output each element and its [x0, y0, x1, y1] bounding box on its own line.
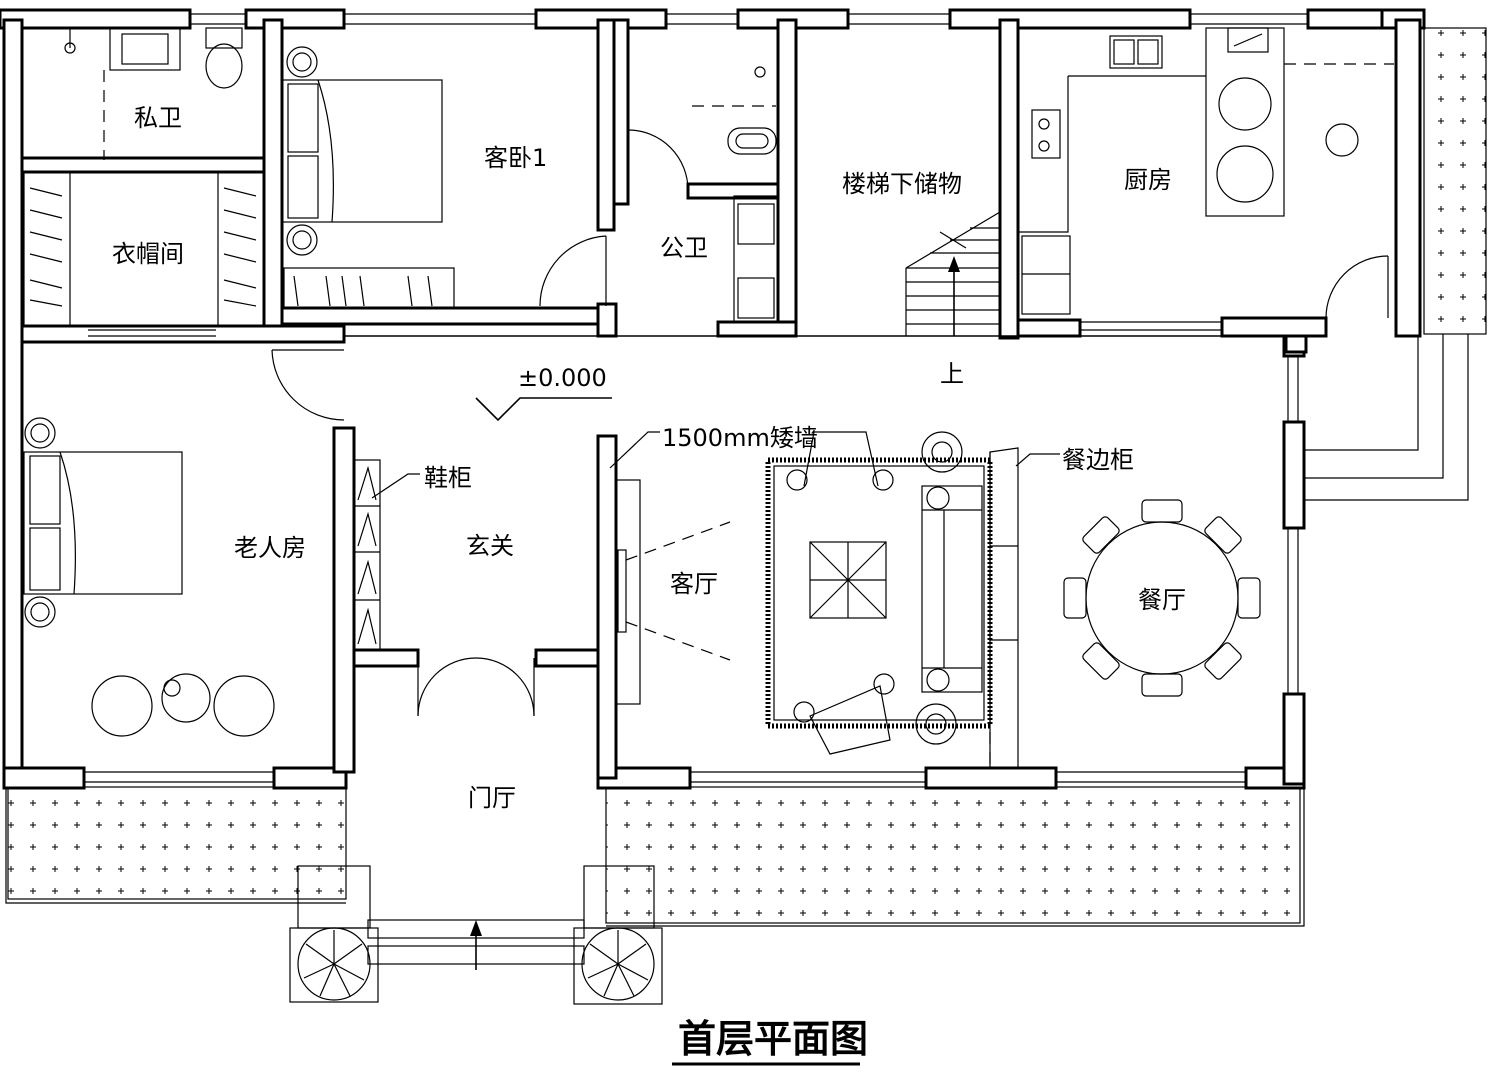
front-terrace-left [5, 786, 347, 904]
room-label-cloakroom: 衣帽间 [112, 240, 184, 268]
room-label-entrance-hall: 门厅 [468, 784, 516, 812]
dining-furniture [989, 447, 1261, 769]
room-label-private-bath: 私卫 [134, 104, 182, 132]
elevation-marker: ±0.000 [475, 364, 612, 422]
kitchen-fixtures [1018, 27, 1394, 315]
public-bath-fixtures [692, 66, 779, 323]
guest-bed [281, 46, 455, 309]
doors [88, 129, 1389, 717]
drawing-title: 首层平面图 [678, 1017, 868, 1061]
exterior-walls [0, 8, 1426, 790]
side-planter [1304, 27, 1487, 501]
shoe-cabinet [353, 459, 381, 651]
room-label-guest-bedroom: 客卧1 [484, 144, 547, 172]
cloakroom-wardrobes [23, 171, 265, 327]
stairs [905, 211, 1001, 336]
entrance-pillar-right [573, 865, 663, 1005]
shoe-cabinet-label: 鞋柜 [424, 464, 472, 492]
private-bath-fixtures [64, 27, 243, 160]
leader-lines [371, 431, 1060, 499]
entrance-steps [367, 919, 585, 970]
room-label-foyer: 玄关 [466, 532, 514, 560]
room-label-kitchen: 厨房 [1124, 166, 1172, 194]
low-wall-label: 1500mm矮墙 [662, 424, 818, 452]
front-terrace-right [605, 786, 1305, 927]
sideboard-label: 餐边柜 [1062, 446, 1134, 474]
elderly-room-furniture [23, 417, 275, 737]
stair-up-label: 上 [940, 360, 964, 388]
room-label-elderly-room: 老人房 [234, 534, 306, 562]
entrance-pillar-left [289, 865, 379, 1003]
living-room-furniture [615, 431, 993, 755]
room-label-living-room: 客厅 [670, 570, 718, 598]
room-label-stair-storage: 楼梯下储物 [842, 170, 962, 198]
room-label-dining-room: 餐厅 [1138, 586, 1186, 614]
windows [84, 13, 1308, 783]
room-label-public-bath: 公卫 [660, 234, 708, 262]
interior-walls [20, 18, 1328, 780]
elevation-text: ±0.000 [518, 364, 607, 392]
